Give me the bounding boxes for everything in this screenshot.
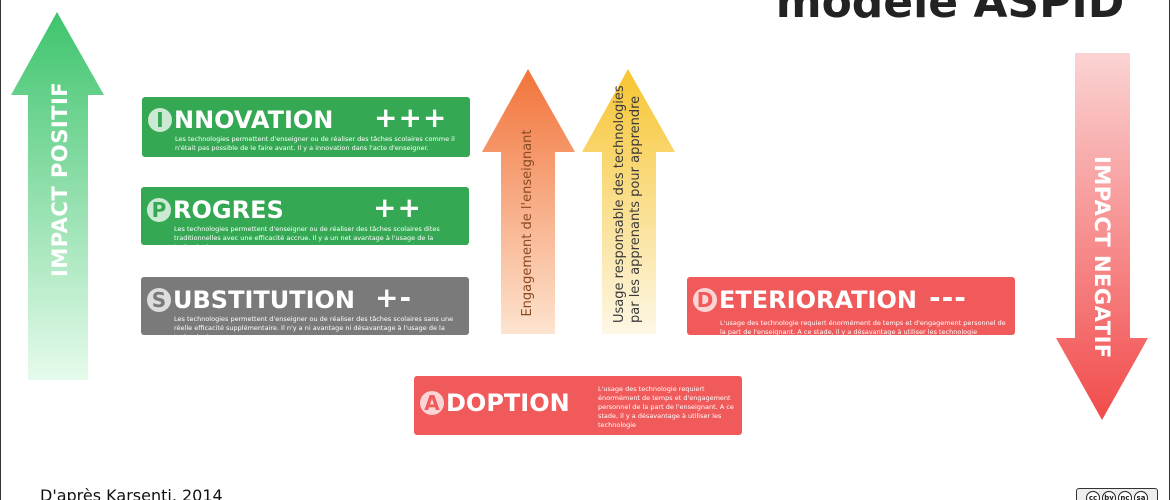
- innovation-letter: I: [148, 108, 172, 132]
- creative-commons-badge: cc by nc sa: [1076, 488, 1158, 500]
- engagement-arrow: [482, 69, 575, 334]
- deterioration-description: L'usage des technologie requiert énormém…: [720, 319, 1006, 336]
- adoption-word: DOPTION: [446, 389, 570, 417]
- adoption-letter: A: [420, 391, 444, 415]
- engagement-label: Engagement de l'enseignant: [520, 129, 535, 317]
- adoption-description: L'usage des technologie requiert énormém…: [598, 385, 734, 429]
- impact-positif-label: IMPACT POSITIF: [48, 81, 72, 277]
- progres-heading: P ROGRES: [147, 196, 284, 224]
- innovation-heading: I NNOVATION: [148, 106, 333, 134]
- usage-arrow: [582, 69, 675, 334]
- progres-box: P ROGRES ++ Les technologies permettent …: [141, 187, 469, 251]
- deterioration-box: D ETERIORATION --- L'usage des technolog…: [687, 277, 1015, 336]
- progres-description: Les technologies permettent d'enseigner …: [174, 225, 440, 251]
- innovation-signs: +++: [374, 101, 448, 134]
- deterioration-word: ETERIORATION: [719, 286, 917, 314]
- deterioration-heading: D ETERIORATION: [693, 286, 917, 314]
- usage-label-line1: Usage responsable des technologies: [612, 85, 627, 323]
- by-icon: by: [1102, 491, 1116, 500]
- innovation-description: Les technologies permettent d'enseigner …: [175, 135, 455, 152]
- substitution-box: S UBSTITUTION +- Les technologies permet…: [141, 277, 469, 341]
- impact-positif-arrow: [11, 12, 104, 380]
- substitution-heading: S UBSTITUTION: [147, 286, 355, 314]
- progres-letter: P: [147, 198, 171, 222]
- substitution-word: UBSTITUTION: [173, 286, 356, 314]
- substitution-description: Les technologies permettent d'enseigner …: [174, 315, 454, 341]
- usage-label: Usage responsable des technologies par l…: [612, 85, 644, 323]
- progres-word: ROGRES: [173, 196, 284, 224]
- source-credit: D'après Karsenti, 2014: [40, 486, 223, 500]
- substitution-signs: +-: [375, 281, 413, 314]
- deterioration-signs: ---: [929, 281, 967, 314]
- nc-icon: nc: [1118, 491, 1132, 500]
- diagram-title: modèle ASPID: [775, 0, 1125, 28]
- adoption-heading: A DOPTION: [420, 389, 570, 417]
- deterioration-letter: D: [693, 288, 717, 312]
- adoption-box: A DOPTION L'usage des technologie requie…: [414, 376, 742, 435]
- usage-label-line2: par les apprenants pour apprendre: [628, 95, 643, 323]
- cc-icon: cc: [1086, 491, 1100, 500]
- sa-icon: sa: [1134, 491, 1148, 500]
- innovation-word: NNOVATION: [174, 106, 334, 134]
- impact-negatif-label: IMPACT NEGATIF: [1090, 156, 1114, 359]
- impact-negatif-arrow: [1056, 53, 1148, 420]
- progres-signs: ++: [373, 191, 422, 224]
- substitution-letter: S: [147, 288, 171, 312]
- innovation-box: I NNOVATION +++ Les technologies permett…: [142, 97, 470, 157]
